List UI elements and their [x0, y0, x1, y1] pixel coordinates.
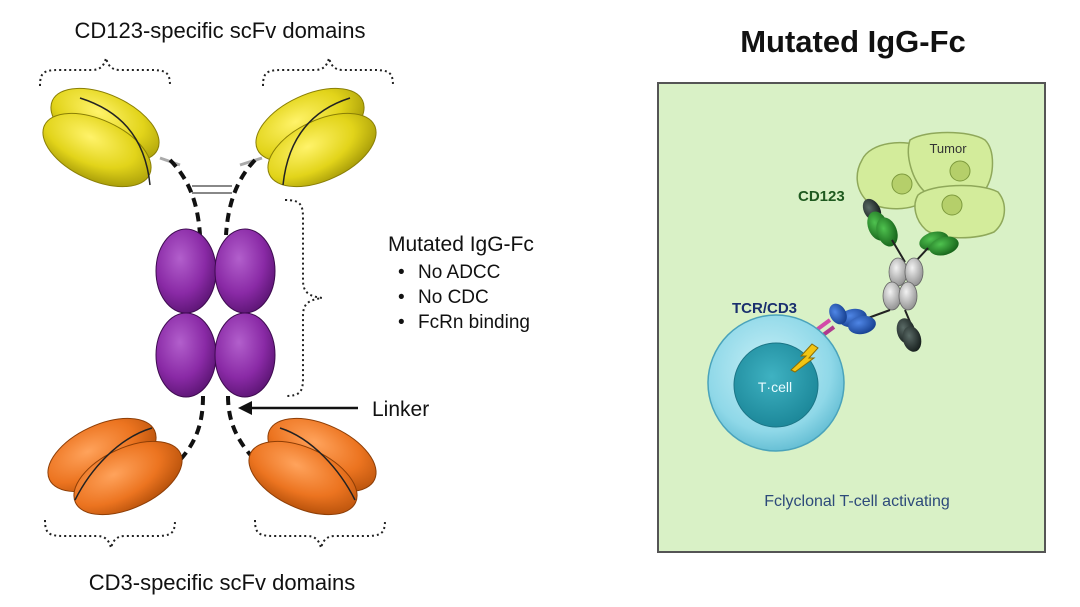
upper-linker-right [224, 158, 257, 236]
fc-bullet-no-cdc: No CDC [418, 287, 489, 308]
top-left-bracket [39, 57, 171, 87]
cd3-scfv-right [248, 417, 377, 516]
panel-caption: Fclyclonal T-cell activating [764, 493, 950, 510]
cd123-label: CD123 [798, 188, 845, 205]
svg-text:•: • [398, 287, 405, 308]
antibody-schematic: CD123-specific scFv domains [39, 18, 534, 595]
cd123-scfv-right [255, 87, 377, 188]
cd123-scfv-left [42, 87, 160, 188]
lower-linker-left [178, 395, 205, 462]
fc-bracket [284, 199, 323, 397]
linker-arrowhead [238, 401, 252, 415]
tcr-cd3-label: TCR/CD3 [732, 300, 797, 317]
top-right-bracket [262, 57, 394, 87]
bottom-domains-label: CD3-specific scFv domains [89, 570, 356, 595]
bottom-left-bracket [44, 519, 176, 549]
fc-description-title: Mutated IgG-Fc [388, 233, 534, 256]
tumor-cells [856, 131, 1006, 239]
top-domains-label: CD123-specific scFv domains [75, 18, 366, 43]
fc-domains [155, 228, 276, 398]
grey-fc-domains [882, 257, 924, 311]
fc-bullet-fcrn: FcRn binding [418, 312, 530, 333]
mechanism-panel: Tumor CD123 TCR [657, 82, 1046, 553]
svg-text:•: • [398, 262, 405, 283]
right-panel-title: Mutated IgG-Fc [740, 24, 966, 59]
dark-scfv-domains [896, 318, 922, 352]
green-scfv-domains [867, 211, 959, 256]
svg-text:•: • [398, 312, 405, 333]
cd3-scfv-left [47, 417, 183, 516]
upper-linker-left [168, 158, 202, 236]
tumor-label: Tumor [929, 141, 967, 156]
fc-bullet-no-adcc: No ADCC [418, 262, 500, 283]
bottom-right-bracket [254, 519, 386, 549]
linker-label: Linker [372, 398, 429, 421]
tcell-label: T·cell [758, 379, 792, 395]
activation-arrow-icon [790, 343, 819, 373]
